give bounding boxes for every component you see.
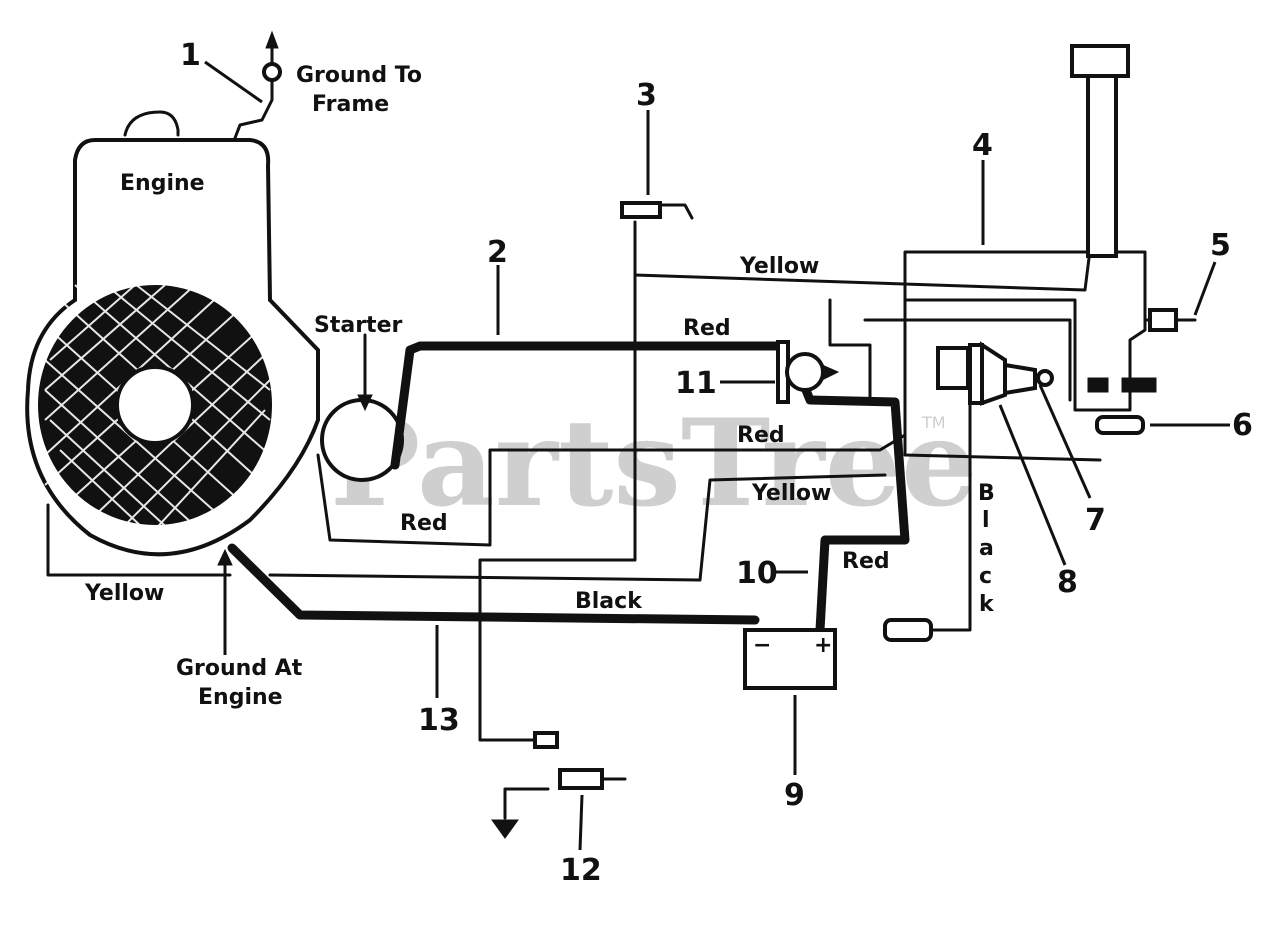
svg-text:c: c (979, 564, 992, 589)
wire-red-cable-10 (795, 370, 910, 635)
callout-10: 10 (736, 556, 778, 591)
callout-4: 4 (972, 128, 993, 163)
ground-to-frame: Ground To Frame (262, 30, 422, 117)
ground-to-frame-label-2: Frame (312, 92, 389, 117)
ignition-switch-8 (936, 341, 1054, 406)
battery-negative: − (753, 633, 771, 658)
svg-text:k: k (979, 592, 995, 617)
wire-label-red-right: Red (842, 549, 890, 574)
throttle-control (1070, 44, 1157, 393)
callout-13: 13 (418, 703, 460, 738)
battery-positive: + (814, 633, 832, 658)
callout-8: 8 (1057, 565, 1078, 600)
headlight-5 (1143, 308, 1197, 332)
callout-1: 1 (180, 38, 201, 73)
svg-text:a: a (979, 536, 994, 561)
wire-red-cable-2 (390, 341, 790, 470)
ground-at-engine-label-1: Ground At (176, 656, 303, 681)
callout-leaders (204, 60, 1230, 851)
key-7 (1036, 369, 1054, 387)
connector-6 (1095, 415, 1145, 435)
wire-label-red-mid: Red (737, 423, 785, 448)
switch-3 (620, 201, 694, 220)
wire-label-red-top: Red (683, 316, 731, 341)
wires (46, 220, 1147, 742)
callout-11: 11 (675, 366, 717, 401)
callout-7: 7 (1085, 503, 1106, 538)
svg-text:B: B (978, 481, 995, 506)
trademark-text: TM (921, 413, 946, 432)
callout-9: 9 (784, 778, 805, 813)
starter: Starter (314, 313, 404, 482)
wire-black-cable-13 (227, 543, 760, 625)
wire-label-black-vertical: B l a c k (978, 481, 995, 617)
wire-label-yellow-top: Yellow (739, 254, 819, 279)
callout-3: 3 (636, 78, 657, 113)
wire-label-red-low: Red (400, 511, 448, 536)
svg-text:l: l (982, 508, 990, 533)
fuse-12 (491, 731, 627, 839)
wire-label-yellow-left: Yellow (84, 581, 164, 606)
wire-label-yellow-mid: Yellow (751, 481, 831, 506)
solenoid-11 (776, 340, 840, 404)
callout-5: 5 (1210, 228, 1231, 263)
wire-yellow-top (633, 248, 1092, 292)
watermark-text: PartsTree (330, 393, 977, 534)
ground-to-frame-label-1: Ground To (296, 63, 422, 88)
callout-2: 2 (487, 235, 508, 270)
callout-12: 12 (560, 853, 602, 888)
starter-label: Starter (314, 313, 402, 338)
battery-9: − + (743, 628, 837, 690)
engine: Engine (25, 68, 320, 557)
engine-label: Engine (120, 171, 205, 196)
wire-label-black-bottom: Black (575, 589, 643, 614)
engine-hub (115, 365, 195, 445)
callout-6: 6 (1232, 408, 1253, 443)
connector-black (883, 618, 933, 642)
ground-at-engine-label-2: Engine (198, 685, 283, 710)
